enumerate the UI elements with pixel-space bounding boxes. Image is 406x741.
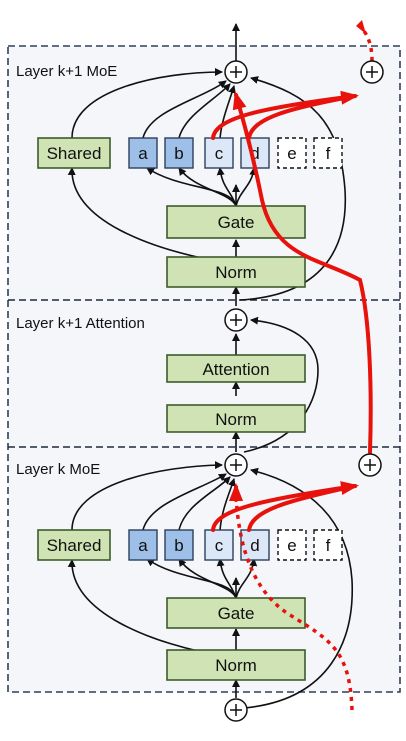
attention-block (166, 354, 306, 383)
speculative-path (211, 20, 374, 711)
add-node (224, 453, 248, 477)
gate-block (166, 597, 306, 629)
expert-a-label: a (138, 144, 148, 163)
shared-expert-block (37, 137, 111, 169)
expert-c-label: c (215, 144, 224, 163)
expert-c (204, 529, 234, 561)
shared-expert-label: Shared (47, 536, 102, 555)
expert-b-label: b (174, 144, 183, 163)
add-node (224, 698, 248, 722)
expert-b (164, 137, 194, 169)
norm-block (166, 649, 306, 681)
section-label-layer-k1-moe: Layer k+1 MoE (16, 63, 117, 80)
shared-expert-block (37, 529, 111, 561)
norm-label: Norm (215, 263, 257, 282)
expert-f (313, 529, 343, 561)
shared-expert-label: Shared (47, 144, 102, 163)
norm-block (166, 404, 306, 433)
attention-label: Attention (202, 360, 269, 379)
gate-block (166, 205, 306, 239)
norm-block (166, 256, 306, 288)
expert-d-label: d (250, 144, 259, 163)
add-node (224, 60, 248, 84)
norm-label: Norm (215, 410, 257, 429)
add-node (360, 60, 384, 84)
expert-d (240, 529, 270, 561)
expert-f-label: f (326, 536, 331, 555)
expert-b (164, 529, 194, 561)
expert-a-label: a (138, 536, 148, 555)
add-node (224, 308, 248, 332)
expert-c (204, 137, 234, 169)
expert-c-label: c (215, 536, 224, 555)
gate-label: Gate (218, 213, 255, 232)
expert-b-label: b (174, 536, 183, 555)
add-node (358, 453, 382, 477)
expert-d-label: d (250, 536, 259, 555)
expert-e-label: e (287, 536, 296, 555)
expert-f-label: f (326, 144, 331, 163)
expert-e-label: e (287, 144, 296, 163)
section-label-layer-k-moe: Layer k MoE (16, 461, 100, 478)
expert-a (128, 137, 158, 169)
expert-a (128, 529, 158, 561)
expert-e (277, 529, 307, 561)
norm-label: Norm (215, 656, 257, 675)
expert-f (313, 137, 343, 169)
expert-e (277, 137, 307, 169)
gate-label: Gate (218, 604, 255, 623)
connections (67, 23, 354, 709)
section-label-layer-k1-attention: Layer k+1 Attention (16, 315, 145, 332)
